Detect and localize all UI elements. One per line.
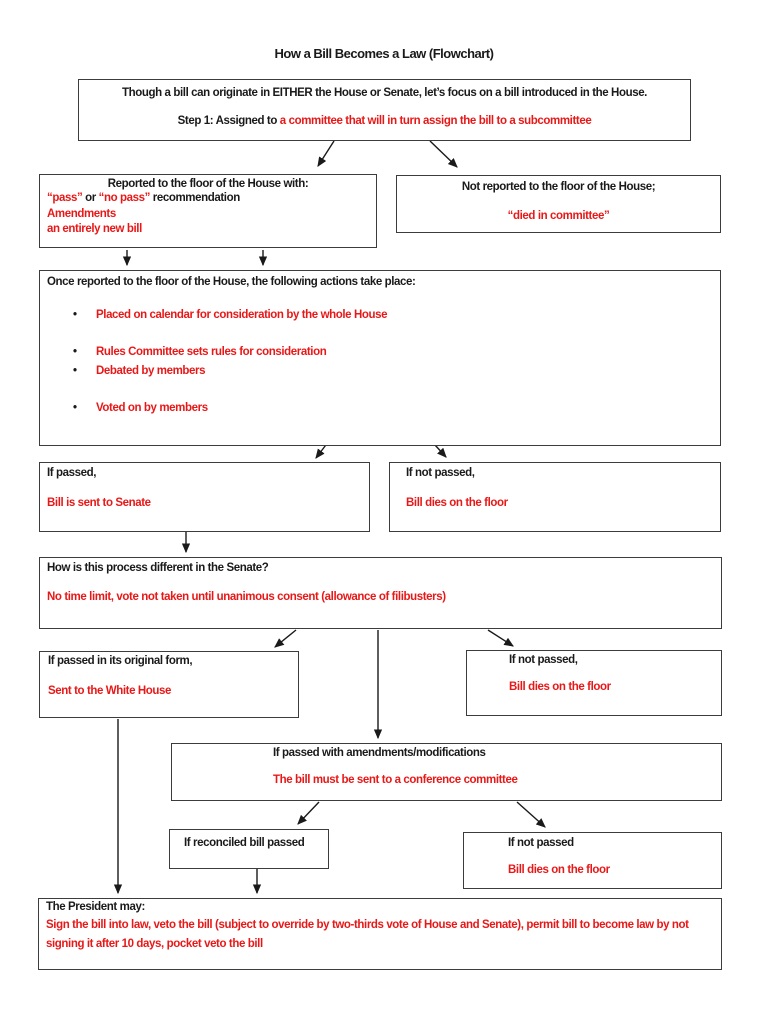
not-passed-senate-line2: Bill dies on the floor (509, 681, 611, 693)
not-reported-line1: Not reported to the floor of the House; (461, 181, 656, 193)
floor-action-item: • Placed on calendar for consideration b… (73, 309, 388, 321)
bullet-icon: • (73, 402, 77, 414)
arrow-intro-to-not-reported (429, 140, 458, 168)
not-passed-conference-line2: Bill dies on the floor (508, 864, 610, 876)
reported-line1: Reported to the floor of the House with: (107, 178, 309, 190)
not-passed-house-line2: Bill dies on the floor (406, 497, 508, 509)
not-passed-house-line1: If not passed, (406, 467, 475, 479)
original-form-line2: Sent to the White House (48, 685, 172, 697)
intro-step-line: Step 1: Assigned to a committee that wil… (79, 115, 690, 127)
passed-house-line2: Bill is sent to Senate (47, 497, 151, 509)
president-line1: The President may: (46, 901, 145, 913)
intro-line: Though a bill can originate in EITHER th… (122, 87, 647, 99)
arrow-amendments-to-reconciled (297, 801, 320, 825)
not-passed-conference-box: If not passed Bill dies on the floor (463, 832, 722, 889)
intro-box: Though a bill can originate in EITHER th… (78, 79, 691, 141)
not-reported-line2: “died in committee” (507, 210, 610, 222)
step-red-text: a committee that will in turn assign the… (279, 115, 592, 127)
arrow-intro-to-reported (317, 140, 335, 167)
bullet-icon: • (73, 309, 77, 321)
reconciled-line1: If reconciled bill passed (184, 837, 305, 849)
bullet-icon: • (73, 365, 77, 377)
arrow-senate-to-original (274, 629, 297, 648)
senate-box: How is this process different in the Sen… (39, 557, 722, 629)
reported-box: Reported to the floor of the House with:… (39, 174, 377, 248)
not-passed-senate-line1: If not passed, (509, 654, 578, 666)
amendments-line1: If passed with amendments/modifications (273, 747, 486, 759)
floor-action-item: • Rules Committee sets rules for conside… (73, 346, 327, 358)
bullet-icon: • (73, 346, 77, 358)
reconciled-box: If reconciled bill passed (169, 829, 329, 869)
president-line2: Sign the bill into law, veto the bill (s… (46, 919, 689, 950)
reported-line2: “pass” or “no pass” recommendation (47, 192, 240, 204)
amendments-line2: The bill must be sent to a conference co… (273, 774, 518, 786)
page-title: How a Bill Becomes a Law (Flowchart) (274, 46, 494, 61)
floor-action-item: • Debated by members (73, 365, 206, 377)
floor-actions-title: Once reported to the floor of the House,… (47, 276, 416, 288)
passed-house-box: If passed, Bill is sent to Senate (39, 462, 370, 532)
passed-house-line1: If passed, (47, 467, 97, 479)
not-passed-conference-line1: If not passed (508, 837, 574, 849)
arrow-amendments-to-not-passed (516, 801, 546, 828)
floor-action-item: • Voted on by members (73, 402, 208, 414)
not-passed-senate-box: If not passed, Bill dies on the floor (466, 650, 722, 716)
arrow-senate-to-not-passed (487, 629, 514, 647)
not-reported-box: Not reported to the floor of the House; … (396, 175, 721, 233)
amendments-box: If passed with amendments/modifications … (171, 743, 722, 801)
president-box: The President may: Sign the bill into la… (38, 898, 722, 970)
reported-line4: an entirely new bill (47, 223, 142, 235)
senate-line2: No time limit, vote not taken until unan… (47, 591, 446, 603)
original-form-box: If passed in its original form, Sent to … (39, 651, 299, 718)
senate-line1: How is this process different in the Sen… (47, 562, 269, 574)
step-label: Step 1: Assigned to (177, 115, 280, 127)
floor-actions-box: Once reported to the floor of the House,… (39, 270, 721, 446)
reported-line3: Amendments (47, 208, 116, 220)
original-form-line1: If passed in its original form, (48, 655, 193, 667)
not-passed-house-box: If not passed, Bill dies on the floor (389, 462, 721, 532)
